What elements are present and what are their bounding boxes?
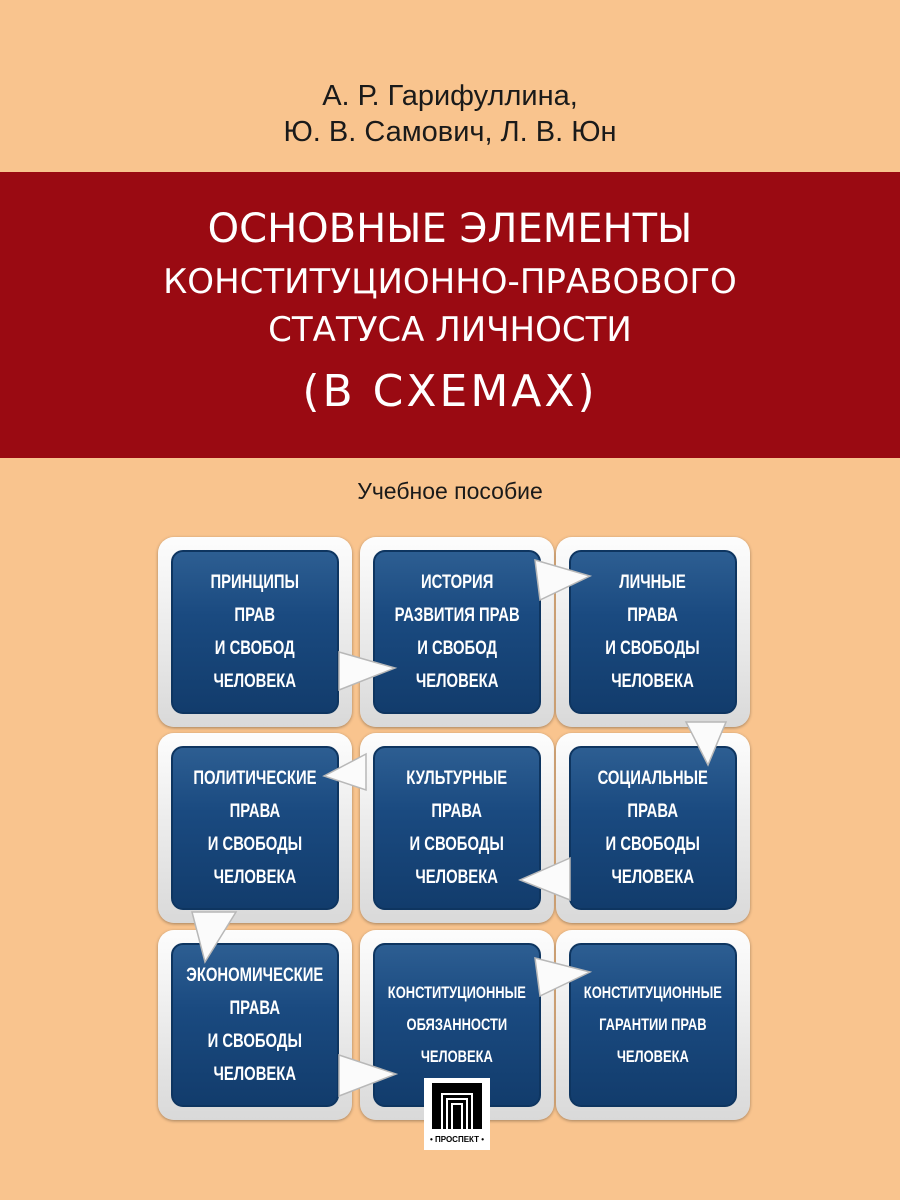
scheme-box: ПОЛИТИЧЕСКИЕ ПРАВА И СВОБОДЫ ЧЕЛОВЕКА <box>158 733 352 923</box>
scheme-box-line: ЛИЧНЫЕ <box>619 572 687 593</box>
scheme-box-line: И СВОБОД <box>215 638 295 659</box>
scheme-box: ИСТОРИЯ РАЗВИТИЯ ПРАВ И СВОБОД ЧЕЛОВЕКА <box>360 537 554 727</box>
scheme-box-line: СОЦИАЛЬНЫЕ <box>597 768 709 789</box>
scheme-box: КУЛЬТУРНЫЕ ПРАВА И СВОБОДЫ ЧЕЛОВЕКА <box>360 733 554 923</box>
scheme-box-line: И СВОБОДЫ <box>605 834 701 855</box>
publisher-name: • ПРОСПЕКТ • <box>430 1135 484 1144</box>
scheme-box: ПРИНЦИПЫ ПРАВ И СВОБОД ЧЕЛОВЕКА <box>158 537 352 727</box>
scheme-box-inner: ПОЛИТИЧЕСКИЕ ПРАВА И СВОБОДЫ ЧЕЛОВЕКА <box>171 746 339 910</box>
scheme-box-line: ЧЕЛОВЕКА <box>611 867 695 888</box>
scheme-box-line: ЭКОНОМИЧЕСКИЕ <box>186 965 324 986</box>
subtitle: Учебное пособие <box>357 478 543 504</box>
scheme-box-line: И СВОБОДЫ <box>409 834 505 855</box>
scheme-box-text: СОЦИАЛЬНЫЕ ПРАВА И СВОБОДЫ ЧЕЛОВЕКА <box>598 762 708 894</box>
title-line-1: ОСНОВНЫЕ ЭЛЕМЕНТЫ <box>207 206 693 252</box>
scheme-box-inner: КУЛЬТУРНЫЕ ПРАВА И СВОБОДЫ ЧЕЛОВЕКА <box>373 746 541 910</box>
scheme-box-line: КОНСТИТУЦИОННЫЕ <box>387 983 527 1002</box>
scheme-box-line: ПОЛИТИЧЕСКИЕ <box>193 768 317 789</box>
scheme-box-text: КОНСТИТУЦИОННЫЕ ГАРАНТИИ ПРАВ ЧЕЛОВЕКА <box>584 977 722 1073</box>
scheme-box-inner: ЭКОНОМИЧЕСКИЕ ПРАВА И СВОБОДЫ ЧЕЛОВЕКА <box>171 943 339 1107</box>
scheme-box-line: ЧЕЛОВЕКА <box>213 867 297 888</box>
scheme-box-inner: КОНСТИТУЦИОННЫЕ ГАРАНТИИ ПРАВ ЧЕЛОВЕКА <box>569 943 737 1107</box>
arrow-right-icon <box>338 651 398 692</box>
title-line-3: СТАТУСА ЛИЧНОСТИ <box>268 310 632 350</box>
scheme-box-text: ЛИЧНЫЕ ПРАВА И СВОБОДЫ ЧЕЛОВЕКА <box>606 566 700 698</box>
author-line-1: А. Р. Гарифуллина, <box>322 80 578 112</box>
scheme-box-text: ПРИНЦИПЫ ПРАВ И СВОБОД ЧЕЛОВЕКА <box>211 566 300 698</box>
scheme-box-line: ПРАВА <box>229 801 281 822</box>
scheme-box-line: ЧЕЛОВЕКА <box>415 867 499 888</box>
scheme-box: ЛИЧНЫЕ ПРАВА И СВОБОДЫ ЧЕЛОВЕКА <box>556 537 750 727</box>
arrow-left-icon <box>518 856 571 902</box>
scheme-box-text: ЭКОНОМИЧЕСКИЕ ПРАВА И СВОБОДЫ ЧЕЛОВЕКА <box>187 959 324 1091</box>
scheme-box-line: И СВОБОД <box>417 638 497 659</box>
scheme-box-line: ЧЕЛОВЕКА <box>415 671 499 692</box>
authors: А. Р. Гарифуллина, Ю. В. Самович, Л. В. … <box>0 78 900 150</box>
arrow-down-icon <box>191 911 238 964</box>
scheme-box-inner: ЛИЧНЫЕ ПРАВА И СВОБОДЫ ЧЕЛОВЕКА <box>569 550 737 714</box>
scheme-box-line: ПРАВА <box>627 801 679 822</box>
scheme-box-line: ГАРАНТИИ ПРАВ <box>599 1015 707 1034</box>
scheme-box-line: ЧЕЛОВЕКА <box>213 1064 297 1085</box>
scheme-box-text: КОНСТИТУЦИОННЫЕ ОБЯЗАННОСТИ ЧЕЛОВЕКА <box>388 977 526 1073</box>
scheme-box: СОЦИАЛЬНЫЕ ПРАВА И СВОБОДЫ ЧЕЛОВЕКА <box>556 733 750 923</box>
scheme-box-line: ОБЯЗАННОСТИ <box>406 1015 508 1034</box>
scheme-box-line: ПРАВА <box>229 998 281 1019</box>
title-line-2: КОНСТИТУЦИОННО-ПРАВОВОГО <box>163 262 737 302</box>
scheme-box-line: ИСТОРИЯ <box>420 572 494 593</box>
scheme-box-line: ПРИНЦИПЫ <box>210 572 300 593</box>
scheme-box-line: ЧЕЛОВЕКА <box>213 671 297 692</box>
scheme-box-inner: ПРИНЦИПЫ ПРАВ И СВОБОД ЧЕЛОВЕКА <box>171 550 339 714</box>
scheme-box-line: ПРАВА <box>627 605 679 626</box>
scheme-box-line: КУЛЬТУРНЫЕ <box>406 768 508 789</box>
scheme-box-line: И СВОБОДЫ <box>207 1031 303 1052</box>
scheme-box-line: КОНСТИТУЦИОННЫЕ <box>583 983 723 1002</box>
scheme-box: ЭКОНОМИЧЕСКИЕ ПРАВА И СВОБОДЫ ЧЕЛОВЕКА <box>158 930 352 1120</box>
title-line-4: (В СХЕМАХ) <box>302 366 598 417</box>
scheme-box-line: РАЗВИТИЯ ПРАВ <box>394 605 520 626</box>
scheme-box-line: ЧЕЛОВЕКА <box>611 671 695 692</box>
arrow-left-icon <box>322 752 367 792</box>
scheme-box-line: И СВОБОДЫ <box>207 834 303 855</box>
scheme-box-inner: СОЦИАЛЬНЫЕ ПРАВА И СВОБОДЫ ЧЕЛОВЕКА <box>569 746 737 910</box>
scheme-box-line: ПРАВ <box>234 605 276 626</box>
scheme-box-text: ИСТОРИЯ РАЗВИТИЯ ПРАВ И СВОБОД ЧЕЛОВЕКА <box>394 566 519 698</box>
scheme-box-line: ЧЕЛОВЕКА <box>421 1047 493 1066</box>
publisher-logo: • ПРОСПЕКТ • <box>424 1078 490 1150</box>
scheme-box-line: ЧЕЛОВЕКА <box>617 1047 689 1066</box>
author-line-2: Ю. В. Самович, Л. В. Юн <box>283 116 617 148</box>
arrow-right-icon <box>534 558 593 602</box>
arrow-down-icon <box>684 721 728 767</box>
scheme-box-text: КУЛЬТУРНЫЕ ПРАВА И СВОБОДЫ ЧЕЛОВЕКА <box>407 762 508 894</box>
arrow-right-icon <box>534 957 593 998</box>
scheme-box-inner: ИСТОРИЯ РАЗВИТИЯ ПРАВ И СВОБОД ЧЕЛОВЕКА <box>373 550 541 714</box>
scheme-box-line: И СВОБОДЫ <box>605 638 701 659</box>
scheme-box-text: ПОЛИТИЧЕСКИЕ ПРАВА И СВОБОДЫ ЧЕЛОВЕКА <box>193 762 316 894</box>
scheme-box-line: ПРАВА <box>431 801 483 822</box>
scheme-box: КОНСТИТУЦИОННЫЕ ГАРАНТИИ ПРАВ ЧЕЛОВЕКА <box>556 930 750 1120</box>
title-band <box>0 172 900 458</box>
arrow-right-icon <box>338 1053 399 1098</box>
